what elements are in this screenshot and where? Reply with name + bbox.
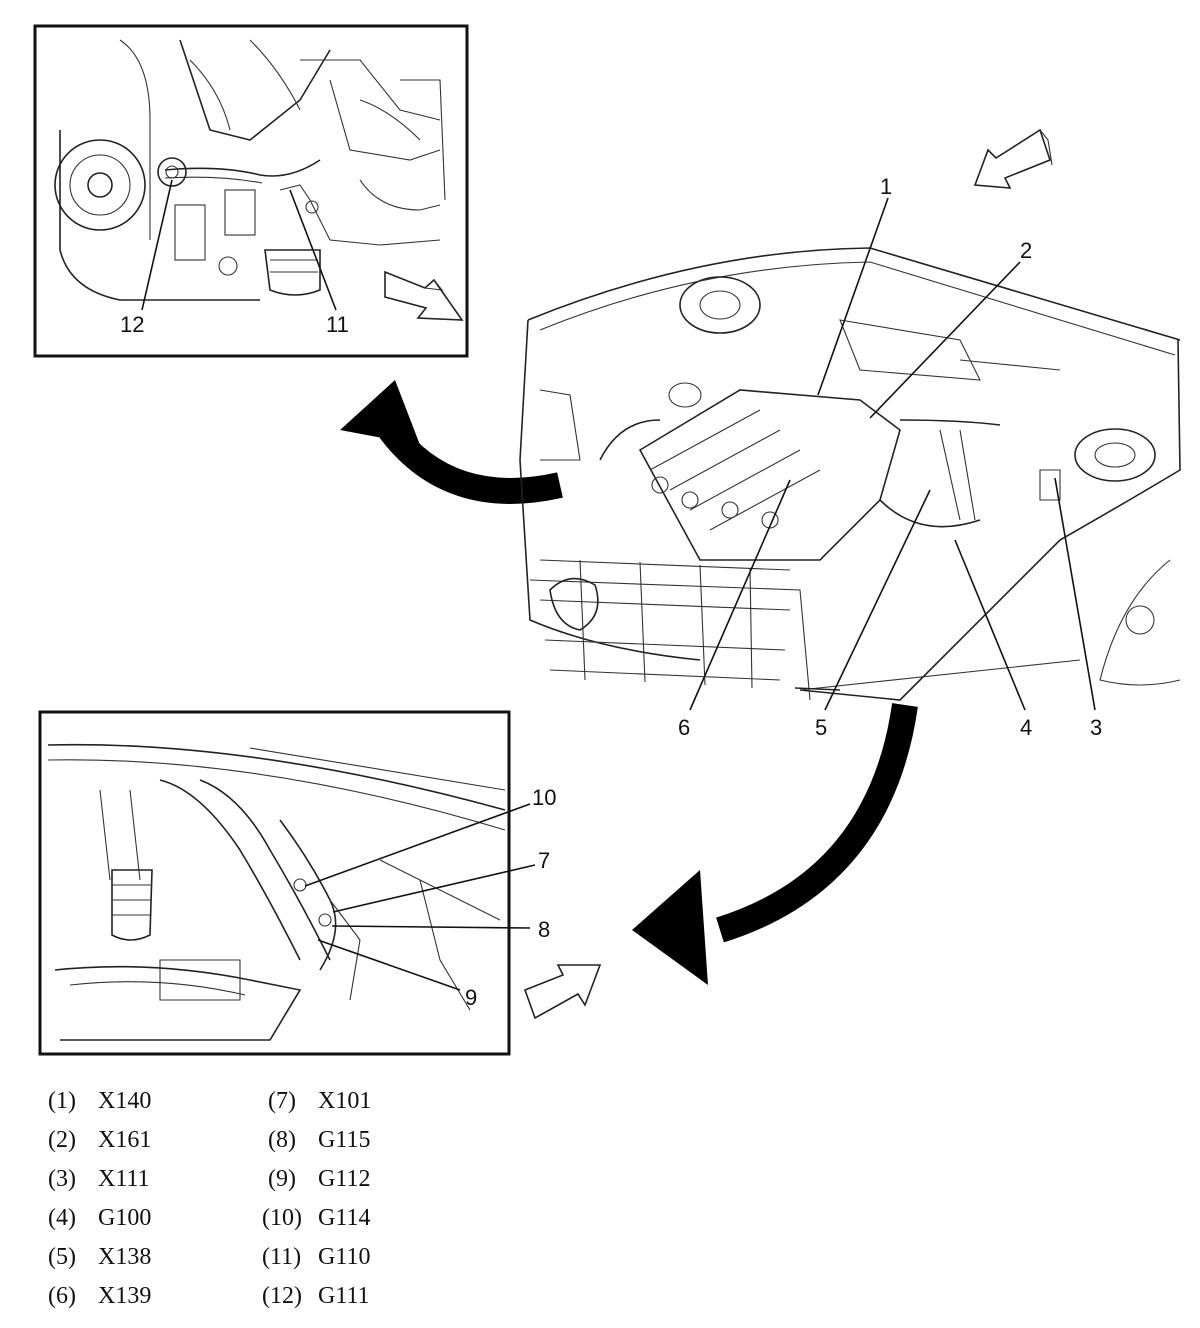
direction-arrow-main [973,128,1051,189]
callout-11: 11 [326,312,349,337]
main-engine-view: 1 2 3 4 5 6 [519,174,1181,740]
legend-item: (1) X140 [48,1088,151,1115]
callout-5: 5 [815,715,827,740]
callout-9: 9 [465,985,477,1010]
legend-number: (8) [268,1127,296,1153]
direction-arrow-bottom [523,964,602,1020]
legend-number: (5) [48,1244,76,1270]
callout-2: 2 [1020,238,1032,263]
legend-code: X101 [318,1088,372,1114]
leader-1 [817,197,889,396]
callout-4: 4 [1020,715,1032,740]
legend-item: (3) X111 [48,1166,150,1193]
legend-item: (6) X139 [48,1283,151,1310]
legend-number: (11) [262,1244,302,1270]
leader-7 [332,864,536,913]
callout-7: 7 [538,848,550,873]
leader-6 [689,479,791,711]
legend-number: (7) [268,1088,296,1114]
legend-item: (12) G111 [262,1283,370,1310]
legend-number: (9) [268,1166,296,1192]
detail-panel-bottom-border [38,710,511,1056]
legend-item: (7) X101 [268,1088,371,1115]
leader-5 [824,489,931,711]
legend-item: (2) X161 [48,1127,151,1154]
legend-item: (10) G114 [262,1205,370,1232]
callout-1: 1 [880,174,892,199]
legend-code: G100 [98,1205,152,1231]
legend-code: X140 [98,1088,152,1114]
callout-12: 12 [120,312,144,337]
leader-11 [289,189,337,311]
legend-code: G112 [318,1166,371,1192]
legend-code: X111 [98,1166,150,1192]
legend-number: (10) [262,1205,302,1231]
legend-item: (4) G100 [48,1205,151,1232]
legend-code: G110 [318,1244,371,1270]
curved-arrow-to-bottom-panel [716,703,918,943]
legend-item: (11) G110 [262,1244,370,1271]
leader-8 [331,925,531,929]
legend-code: G114 [318,1205,371,1231]
legend-code: X138 [98,1244,152,1270]
legend-code: G115 [318,1127,371,1153]
legend-item: (9) G112 [268,1166,370,1193]
legend-number: (6) [48,1283,76,1309]
leader-4 [954,539,1026,711]
legend-number: (3) [48,1166,76,1192]
legend-number: (2) [48,1127,76,1153]
callout-3: 3 [1090,715,1102,740]
leader-10 [304,803,531,887]
callout-8: 8 [538,917,550,942]
leader-12 [141,179,173,311]
curved-arrow-to-top-panel [379,421,563,504]
detail-panel-top: 12 11 [33,24,469,358]
callout-10: 10 [532,785,556,810]
legend: (1)X140 (2)X161 (3)X111 (4)G100 (5)X138 … [0,1078,600,1318]
legend-code: G111 [318,1283,370,1309]
leader-2 [869,261,1021,419]
leader-3 [1054,477,1096,711]
legend-number: (1) [48,1088,76,1114]
legend-code: X161 [98,1127,152,1153]
legend-item: (8) G115 [268,1127,370,1154]
leader-9 [317,939,461,991]
legend-number: (4) [48,1205,76,1231]
legend-number: (12) [262,1283,302,1309]
detail-panel-bottom: 10 7 8 9 [38,710,602,1056]
legend-code: X139 [98,1283,152,1309]
legend-item: (5) X138 [48,1244,151,1271]
detail-panel-top-border [33,24,469,358]
callout-6: 6 [678,715,690,740]
